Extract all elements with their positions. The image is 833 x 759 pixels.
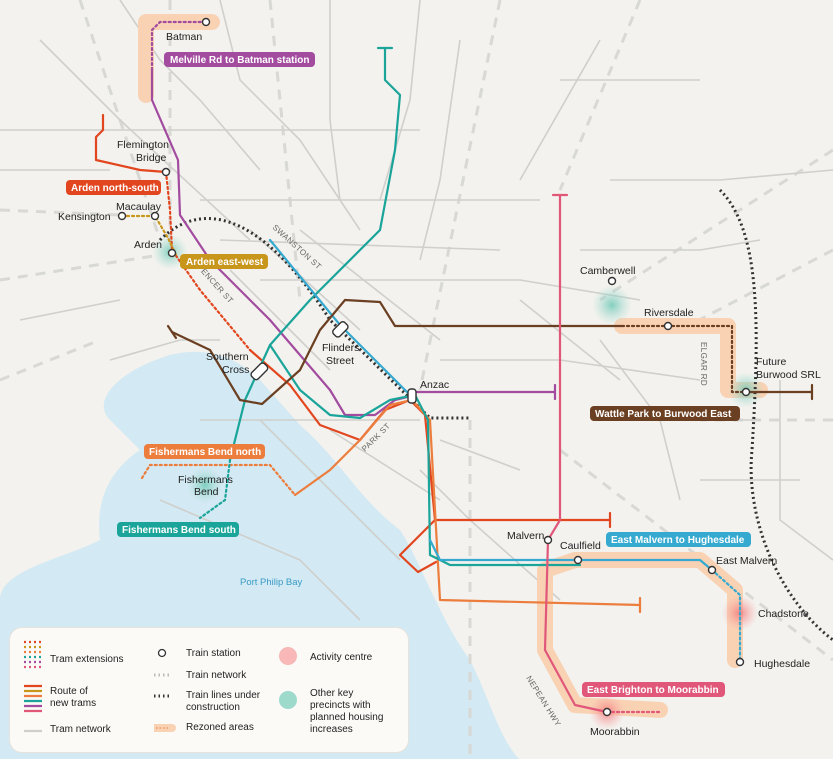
route-wattle-west-cap — [166, 324, 178, 340]
map-legend: Tram extensions Route of new trams Tram … — [10, 628, 408, 752]
label-east-malvern: East Malvern — [716, 555, 777, 567]
legend-route-new-trams: Route of new trams — [50, 686, 97, 709]
route-fb-north-line — [293, 398, 642, 607]
pill-arden-ns[interactable]: Arden north-south — [66, 180, 161, 195]
label-anzac: Anzac — [420, 379, 449, 391]
station-flemington-bridge[interactable] — [161, 167, 171, 177]
route-arden-ns-ext — [164, 170, 252, 352]
station-batman[interactable] — [201, 17, 211, 27]
label-camberwell: Camberwell — [580, 265, 635, 277]
route-em-hughes-ext — [710, 568, 742, 662]
label-southern-cross-1: Southern — [206, 351, 249, 363]
station-macaulay[interactable] — [150, 211, 160, 221]
pill-fb-south[interactable]: Fishermans Bend south — [117, 522, 239, 537]
legend-tram-network: Tram network — [50, 724, 111, 735]
legend-tram-swatches — [24, 640, 42, 733]
svg-text:East Brighton to Moorabbin: East Brighton to Moorabbin — [587, 685, 719, 696]
station-anzac[interactable] — [407, 388, 417, 404]
legend-area-swatches — [279, 647, 297, 709]
pill-eb-moorabbin[interactable]: East Brighton to Moorabbin — [582, 682, 725, 697]
legend-activity-centre: Activity centre — [310, 652, 373, 663]
route-arden-ns-line — [94, 113, 168, 174]
legend-rezoned-areas: Rezoned areas — [186, 722, 254, 733]
legend-train-network: Train network — [186, 670, 247, 681]
label-future-burwood-2: Burwood SRL — [756, 369, 821, 381]
svg-text:Melville Rd to Batman station: Melville Rd to Batman station — [170, 55, 309, 66]
station-kensington[interactable] — [117, 211, 127, 221]
label-batman: Batman — [166, 31, 202, 43]
tram-network — [0, 0, 833, 621]
station-east-malvern[interactable] — [707, 565, 717, 575]
label-chadstone: Chadstone — [758, 608, 809, 620]
legend-train-construction: Train lines under construction — [186, 690, 261, 713]
label-future-burwood-1: Future — [756, 356, 787, 368]
svg-text:Arden north-south: Arden north-south — [71, 183, 159, 194]
route-melville-ext — [150, 20, 208, 72]
svg-text:Fishermans Bend south: Fishermans Bend south — [122, 525, 236, 536]
svg-text:Wattle Park to Burwood East: Wattle Park to Burwood East — [595, 409, 732, 420]
route-wattle-line — [170, 298, 624, 406]
pill-arden-ew[interactable]: Arden east-west — [180, 254, 268, 269]
label-caulfield: Caulfield — [560, 540, 601, 552]
route-eb-moorabbin-line — [543, 193, 609, 714]
station-riversdale[interactable] — [663, 321, 673, 331]
station-moorabbin[interactable] — [602, 707, 612, 717]
place-labels: Batman Flemington Bridge Macaulay Kensin… — [58, 31, 821, 738]
route-melville-line — [150, 68, 417, 417]
station-burwood[interactable] — [741, 387, 751, 397]
route-arden-ns-spur — [398, 518, 438, 574]
train-stations — [117, 17, 751, 717]
label-flemington-bridge-1: Flemington — [117, 139, 169, 151]
legend-train-station: Train station — [186, 648, 241, 659]
label-malvern: Malvern — [507, 530, 545, 542]
legend-other-precincts: Other key precincts with planned housing… — [310, 688, 384, 735]
station-arden[interactable] — [167, 248, 177, 258]
station-camberwell[interactable] — [607, 276, 617, 286]
station-hughesdale[interactable] — [735, 657, 745, 667]
street-swanston: SWANSTON ST — [271, 223, 324, 272]
station-southern-cross[interactable] — [250, 362, 269, 381]
label-arden: Arden — [134, 239, 162, 251]
street-park: PARK ST — [360, 421, 392, 453]
label-flinders-street-2: Street — [326, 355, 354, 367]
label-moorabbin: Moorabbin — [590, 726, 640, 738]
station-malvern[interactable] — [543, 535, 553, 545]
route-arden-ew-ext — [120, 214, 178, 257]
svg-text:East Malvern to Hughesdale: East Malvern to Hughesdale — [611, 535, 745, 546]
route-fb-north-ext — [140, 463, 297, 497]
station-flinders-street[interactable] — [332, 321, 350, 339]
label-macaulay: Macaulay — [116, 201, 162, 213]
label-fishermans-bend-2: Bend — [194, 486, 219, 498]
precinct-camberwell — [592, 285, 632, 325]
label-flemington-bridge-2: Bridge — [136, 152, 167, 164]
label-port-phillip-bay: Port Philip Bay — [240, 577, 303, 588]
route-fb-south-ext — [198, 458, 232, 520]
svg-text:Arden east-west: Arden east-west — [186, 257, 264, 268]
pill-fb-north[interactable]: Fishermans Bend north — [144, 444, 265, 459]
svg-text:Fishermans Bend north: Fishermans Bend north — [149, 447, 261, 458]
route-pills: Melville Rd to Batman station Arden nort… — [66, 52, 751, 697]
label-flinders-street-1: Flinders — [322, 342, 359, 354]
precinct-fishermans-bend — [187, 467, 223, 503]
label-hughesdale: Hughesdale — [754, 658, 810, 670]
legend-tram-extensions: Tram extensions — [50, 654, 124, 665]
station-caulfield[interactable] — [573, 555, 583, 565]
route-wattle-ext — [620, 324, 748, 394]
route-fb-south-line — [268, 46, 582, 567]
label-southern-cross-2: Cross — [222, 364, 249, 376]
legend-train-swatches — [154, 648, 176, 732]
street-elgar: ELGAR RD — [699, 342, 708, 386]
pill-wattle[interactable]: Wattle Park to Burwood East — [590, 406, 740, 421]
label-kensington: Kensington — [58, 211, 111, 223]
label-riversdale: Riversdale — [644, 307, 694, 319]
pill-em-hughes[interactable]: East Malvern to Hughesdale — [606, 532, 751, 547]
train-lines-construction — [158, 188, 833, 642]
pill-melville[interactable]: Melville Rd to Batman station — [164, 52, 315, 67]
label-fishermans-bend-1: Fishermans — [178, 474, 233, 486]
